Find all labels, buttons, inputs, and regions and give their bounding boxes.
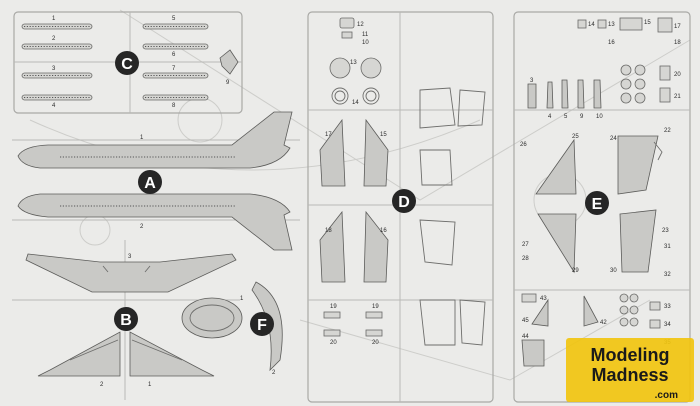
part-number: 4: [548, 114, 552, 120]
sprue-label-a: A: [144, 175, 156, 192]
part-number: 11: [362, 32, 369, 38]
part-number: 17: [325, 132, 332, 138]
part-number: 17: [674, 24, 681, 30]
part-number: 16: [380, 228, 387, 234]
part-number: 3: [52, 66, 56, 72]
sprue-e: 14 13 15 17 16 18 3 4 5 9 10 20 21 25 24…: [513, 11, 691, 403]
part-number: 2: [272, 370, 276, 376]
part-number: 8: [172, 103, 176, 109]
sprue-label-e: E: [592, 196, 603, 213]
wing-right: [129, 331, 215, 377]
part-number: 27: [522, 242, 529, 248]
sprue-b: 3 2 1 B: [12, 240, 240, 400]
sprue-a: 1 2 A: [12, 111, 300, 251]
sprue-label-b: B: [120, 312, 132, 329]
part-number: 2: [100, 382, 104, 388]
part-number: 44: [522, 334, 529, 340]
part-number: 22: [664, 128, 671, 134]
part-number: 2: [140, 224, 144, 230]
fuselage-half-2: [17, 193, 293, 251]
part-number: 13: [608, 22, 615, 28]
sprue-badge-c: [115, 51, 139, 75]
site-logo: Modeling Madness .com: [566, 338, 694, 402]
sprue-d: 12 11 10 13 14 17 15 18 16 19 19 20 20: [307, 11, 494, 403]
strut-part: [219, 49, 239, 75]
part-number: 10: [362, 40, 369, 46]
sprue-badge-f: [250, 312, 274, 336]
part-number: 43: [540, 296, 547, 302]
part-number: 33: [664, 304, 671, 310]
part-number: 19: [330, 304, 337, 310]
part-number: 26: [520, 142, 527, 148]
part-number: 9: [580, 114, 584, 120]
part-number: 21: [674, 94, 681, 100]
part-number: 30: [610, 268, 617, 274]
part-number: 16: [608, 40, 615, 46]
part-number: 3: [530, 78, 534, 84]
part-number: 34: [664, 322, 671, 328]
logo-line-2: Madness: [591, 365, 668, 385]
part-number: 7: [172, 66, 176, 72]
stand-base: [181, 297, 243, 339]
part-number: 5: [564, 114, 568, 120]
part-number: 4: [52, 103, 56, 109]
part-number: 42: [600, 320, 607, 326]
sprue-badge-b: [114, 307, 138, 331]
sprue-label-d: D: [398, 194, 410, 211]
wing-lower-center: [25, 253, 237, 293]
part-number: 1: [240, 296, 244, 302]
part-number: 5: [172, 16, 176, 22]
wing-left: [37, 331, 121, 377]
part-number: 24: [610, 136, 617, 142]
part-number: 9: [226, 80, 230, 86]
logo-suffix: .com: [655, 390, 678, 401]
part-number: 20: [372, 340, 379, 346]
part-number: 1: [148, 382, 152, 388]
part-number: 29: [572, 268, 579, 274]
part-number: 1: [140, 135, 144, 141]
part-number: 14: [588, 22, 595, 28]
part-number: 10: [596, 114, 603, 120]
part-number: 13: [350, 60, 357, 66]
part-number: 15: [644, 20, 651, 26]
part-number: 3: [128, 254, 132, 260]
part-number: 6: [172, 52, 176, 58]
sprue-c: 1 2 3 4 5 6 7 8 9 C: [13, 11, 243, 114]
stand-arm: [251, 281, 283, 372]
sprue-label-f: F: [257, 317, 267, 334]
part-number: 2: [52, 36, 56, 42]
part-number: 18: [674, 40, 681, 46]
part-number: 25: [572, 134, 579, 140]
sprue-f: 1 2 F: [181, 281, 283, 376]
part-number: 18: [325, 228, 332, 234]
part-number: 19: [372, 304, 379, 310]
sprue-label-c: C: [121, 56, 133, 73]
part-number: 31: [664, 244, 671, 250]
fuselage-half-1: [17, 111, 293, 169]
part-number: 12: [357, 22, 364, 28]
logo-line-1: Modeling: [591, 345, 670, 365]
sprue-badge-e: [585, 191, 609, 215]
part-number: 14: [352, 100, 359, 106]
sprue-badge-d: [392, 189, 416, 213]
tyre-strip: [21, 23, 209, 101]
part-number: 20: [674, 72, 681, 78]
part-number: 15: [380, 132, 387, 138]
sprue-badge-a: [138, 170, 162, 194]
part-number: 20: [330, 340, 337, 346]
part-number: 28: [522, 256, 529, 262]
part-number: 45: [522, 318, 529, 324]
part-number: 1: [52, 16, 56, 22]
part-number: 32: [664, 272, 671, 278]
part-number: 23: [662, 228, 669, 234]
